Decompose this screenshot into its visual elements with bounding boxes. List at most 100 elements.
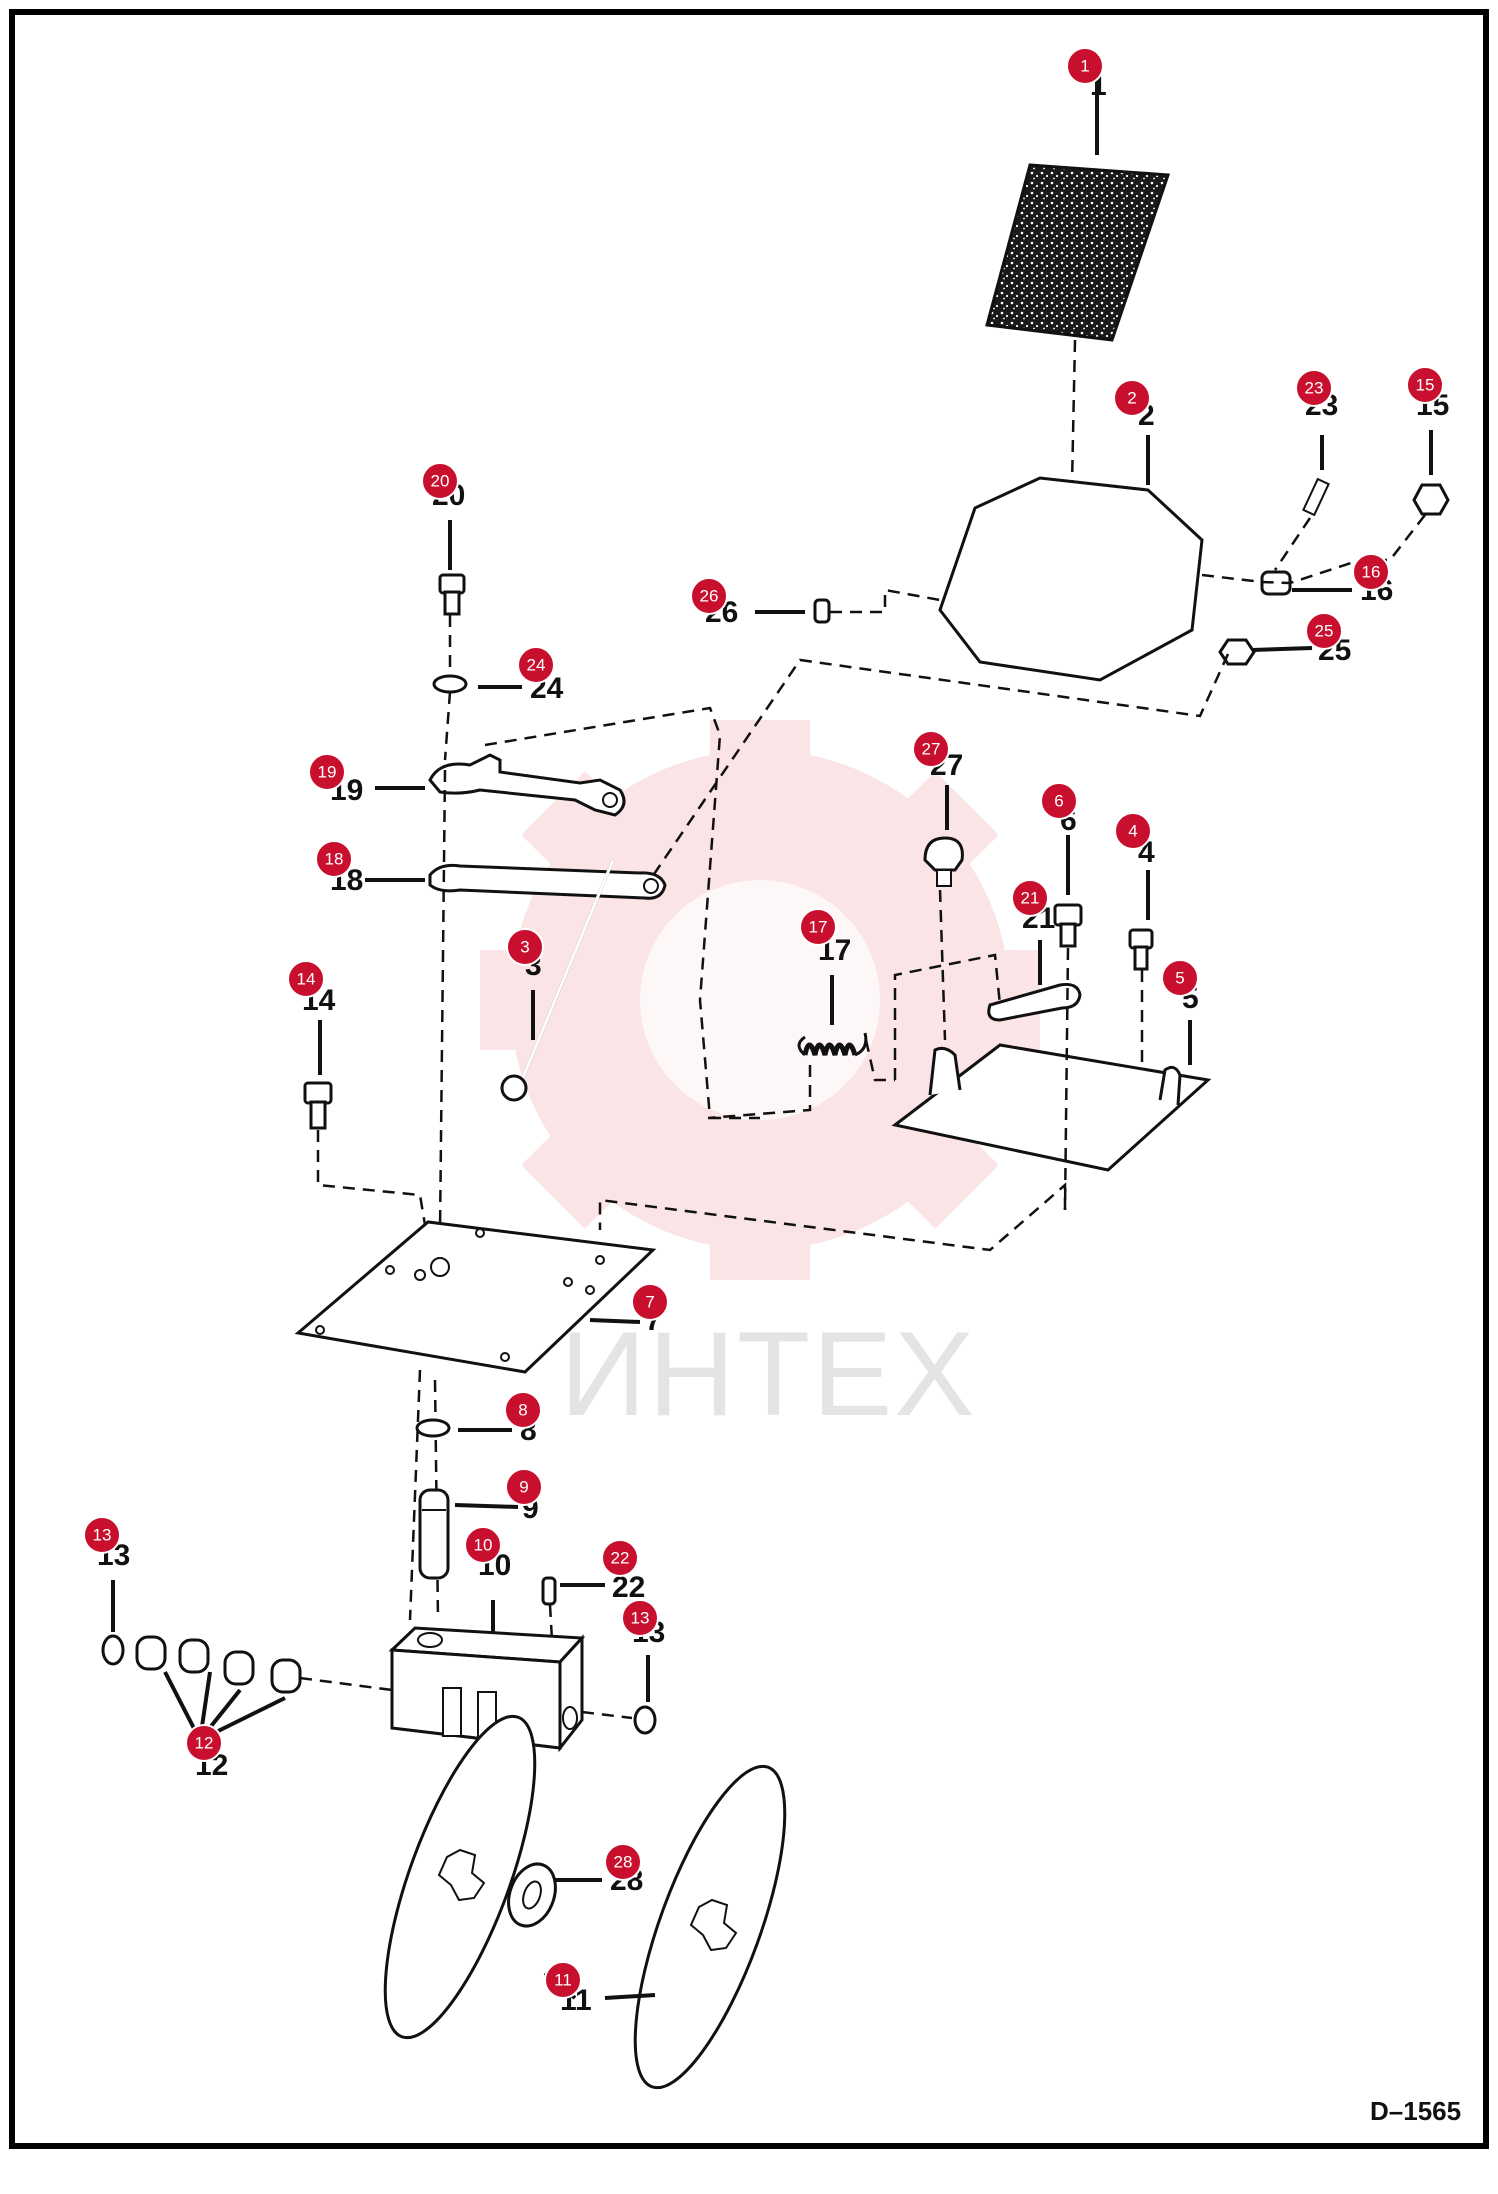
svg-text:5: 5 — [1175, 969, 1184, 988]
callout-3[interactable]: 3 — [506, 928, 544, 966]
svg-text:9: 9 — [519, 1478, 528, 1497]
callout-23[interactable]: 23 — [1295, 369, 1333, 407]
dash-bolt-6 — [1063, 947, 1070, 1211]
callout-22[interactable]: 22 — [601, 1539, 639, 1577]
svg-text:11: 11 — [554, 1971, 572, 1990]
svg-text:21: 21 — [1021, 889, 1040, 908]
callout-5[interactable]: 5 — [1161, 959, 1199, 997]
part-15-nut — [1412, 483, 1450, 516]
callout-8[interactable]: 8 — [504, 1391, 542, 1429]
part-11-disc-left-hub — [437, 1848, 486, 1902]
dash-upper-1 — [830, 588, 941, 614]
svg-text:4: 4 — [1128, 822, 1137, 841]
part-12-rollers — [135, 1635, 302, 1694]
dash-rollers-to-body — [299, 1676, 393, 1692]
part-19-hole — [602, 792, 618, 808]
callout-13-left[interactable]: 13 — [83, 1516, 121, 1554]
part-17-spring — [802, 1042, 858, 1056]
callout-14[interactable]: 14 — [287, 960, 325, 998]
svg-text:13: 13 — [631, 1609, 650, 1628]
part-7-floor-plate — [294, 1220, 657, 1374]
dash-pin-23 — [1273, 517, 1312, 571]
part-5-left-ear — [928, 1046, 962, 1096]
callout-9[interactable]: 9 — [505, 1468, 543, 1506]
part-8-ring — [415, 1418, 451, 1438]
dash-floor-to-body — [408, 1369, 422, 1621]
callout-1[interactable]: 1 — [1066, 47, 1104, 85]
part-24-washer — [432, 674, 468, 694]
svg-text:22: 22 — [611, 1549, 630, 1568]
dash-cap-13 — [581, 1710, 633, 1720]
part-28-washer-hole — [522, 1880, 542, 1910]
callout-17[interactable]: 17 — [799, 908, 837, 946]
part-22-plug — [541, 1576, 557, 1606]
svg-text:8: 8 — [518, 1401, 527, 1420]
part-21-bracket — [987, 983, 1082, 1022]
dash-washer-24 — [443, 691, 452, 761]
svg-text:15: 15 — [1416, 376, 1435, 395]
part-11-disc-right-hub — [689, 1898, 738, 1952]
callout-6[interactable]: 6 — [1040, 782, 1078, 820]
callout-19[interactable]: 19 — [308, 753, 346, 791]
svg-text:24: 24 — [527, 656, 546, 675]
part-1-tread-pad — [985, 163, 1171, 342]
svg-text:3: 3 — [520, 938, 529, 957]
svg-text:1: 1 — [1080, 57, 1089, 76]
callout-27[interactable]: 27 — [912, 730, 950, 768]
part-13-cap-left — [101, 1634, 125, 1666]
drawing-code: D–1565 — [1370, 2096, 1461, 2126]
callout-badges: 1 2 3 4 5 6 7 8 9 10 11 12 13 13 14 15 1… — [83, 47, 1444, 1999]
callout-10[interactable]: 10 — [464, 1526, 502, 1564]
part-14-bolt-shank — [309, 1100, 327, 1130]
part-5-base-plate — [891, 1043, 1212, 1172]
dash-center-shaft — [438, 769, 447, 1231]
svg-text:10: 10 — [474, 1536, 493, 1555]
callout-28[interactable]: 28 — [604, 1843, 642, 1881]
svg-text:23: 23 — [1305, 379, 1324, 398]
dash-lever-19 — [484, 706, 760, 1120]
part-10-slot-left — [442, 1687, 462, 1737]
callout-18[interactable]: 18 — [315, 840, 353, 878]
callout-21[interactable]: 21 — [1011, 879, 1049, 917]
part-3-rod-inner — [520, 859, 615, 1081]
part-13-cap-right — [633, 1705, 657, 1735]
part-26-nut — [813, 598, 831, 624]
callout-26[interactable]: 26 — [690, 577, 728, 615]
part-20-bolt-head — [438, 573, 466, 595]
svg-text:16: 16 — [1362, 563, 1381, 582]
dash-upper-2 — [1201, 558, 1361, 585]
dash-spring-17 — [707, 1065, 812, 1120]
svg-text:18: 18 — [325, 850, 344, 869]
part-27-knob-stem — [936, 869, 952, 887]
watermark-text: ИНТЕХ — [560, 1307, 976, 1441]
svg-text:14: 14 — [297, 970, 316, 989]
callout-4[interactable]: 4 — [1114, 812, 1152, 850]
part-6-bolt-head — [1053, 903, 1083, 927]
part-9-pin — [418, 1488, 450, 1580]
part-27-knob — [923, 836, 964, 872]
part-10-top-hole — [417, 1632, 443, 1648]
callout-11[interactable]: 11 — [544, 1961, 582, 1999]
svg-text:26: 26 — [700, 587, 719, 606]
callout-25[interactable]: 25 — [1305, 612, 1343, 650]
svg-text:12: 12 — [195, 1734, 214, 1753]
part-5-right-ear — [1158, 1065, 1182, 1106]
callout-12[interactable]: 12 — [185, 1724, 223, 1762]
part-23-pin — [1302, 477, 1330, 517]
part-10-side-hole — [562, 1706, 578, 1730]
part-17-hook-right — [854, 1032, 868, 1057]
dash-plug-22 — [548, 1604, 554, 1641]
callout-13-right[interactable]: 13 — [621, 1599, 659, 1637]
svg-text:25: 25 — [1315, 622, 1334, 641]
callout-20[interactable]: 20 — [421, 462, 459, 500]
part-2-pedal-plate — [938, 476, 1204, 682]
part-18-hole — [643, 878, 659, 894]
callout-24[interactable]: 24 — [517, 646, 555, 684]
callout-16[interactable]: 16 — [1352, 553, 1390, 591]
svg-text:13: 13 — [93, 1526, 112, 1545]
callout-15[interactable]: 15 — [1406, 366, 1444, 404]
callout-2[interactable]: 2 — [1113, 379, 1151, 417]
callout-7[interactable]: 7 — [631, 1283, 669, 1321]
part-17-hook-left — [797, 1035, 807, 1057]
